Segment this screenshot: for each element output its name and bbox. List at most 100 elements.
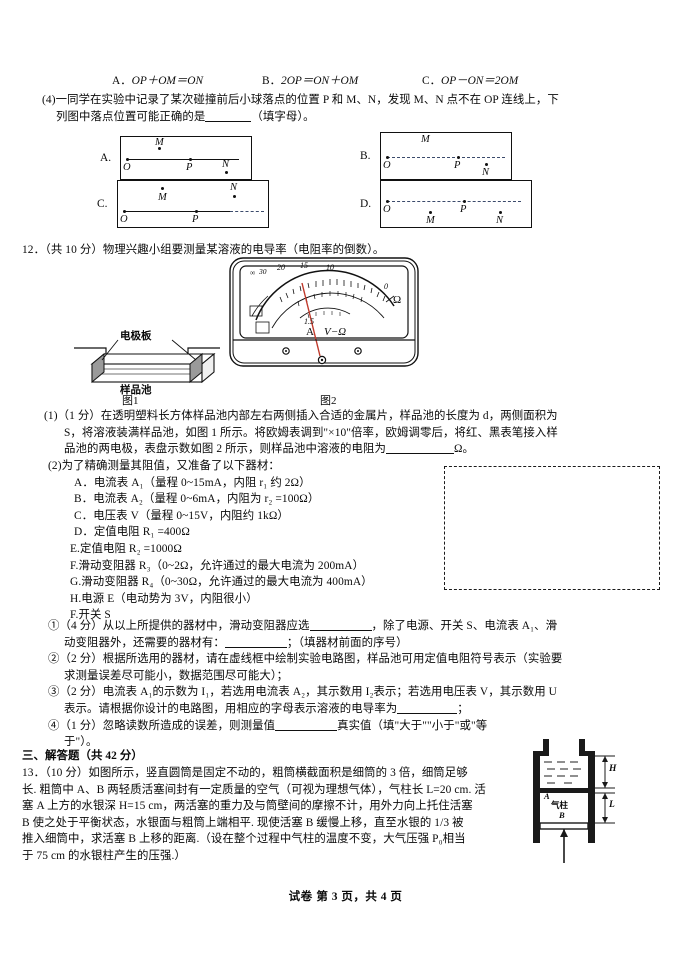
q12-sub1-blank2[interactable] [224, 637, 287, 648]
q11-choice-a-label: A. [100, 152, 112, 164]
point-m-label: M [158, 192, 167, 203]
q11-choice-a[interactable]: A. O M P N [100, 136, 252, 180]
equipment-item-e: E.定值电阻 R₂ =1000Ω [70, 542, 182, 555]
q12-sub2-line1: ②（2 分）根据所选用的器材，请在虚线框中绘制实验电路图，样品池可用定值电阻符号… [48, 653, 563, 666]
q12-sub4-line1-b: 真实值（填"大于""小于"或"等 [337, 719, 488, 732]
jack-label-v-ohm: V−Ω [324, 326, 347, 338]
q12-part1-line3-a: 品池的两电极，表盘示数如图 2 所示，则样品池中溶液的电阻为 [64, 443, 386, 456]
q11-option-b-text: 2OP＝ON＋OM [281, 75, 359, 87]
q13-line3: 塞 A 上方的水银深 H=15 cm，两活塞的重力及与筒壁间的摩擦不计，用外力向… [22, 800, 473, 813]
point-p-dot [457, 155, 461, 159]
q12-sub2-line2: 求测量误差尽可能小，数据范围尽可能大）； [64, 669, 289, 682]
cylinder-drawing [533, 739, 615, 863]
footer-page-number: 第 3 页，共 4 页 [316, 891, 403, 903]
point-p-dot [195, 209, 199, 213]
q13-line2: 长. 粗筒中 A、B 两轻质活塞间封有一定质量的空气（可视为理想气体），气柱长 … [22, 783, 486, 796]
q12-sub4-line1-a: ④（1 分）忽略读数所造成的误差，则测量值 [48, 719, 276, 732]
q11-choice-a-box: O M P N [120, 136, 252, 180]
q12-part1-line2: S，将溶液装满样品池，如图 1 所示。将欧姆表调到"×10"倍率，欧姆调零后，将… [64, 426, 558, 439]
sample-cell-label: 样品池 [120, 385, 152, 396]
page-footer: 试卷 第 3 页，共 4 页 [0, 888, 691, 904]
q13-line4: B 使之处于平衡状态，水银面与粗筒上端相平. 现使活塞 B 缓慢上移，直至水银的… [22, 816, 464, 829]
q11-choice-c-label: C. [97, 198, 108, 210]
q12-sub4-blank[interactable] [275, 720, 338, 731]
q11-options-row: A．OP＋OM＝ON B．2OP＝ON＋OM C．OP－ON＝2OM [0, 72, 691, 88]
point-p-dot [189, 157, 193, 161]
q12-sub1-line1-b: ，除了电源、开关 S、电流表 A₁、滑 [371, 620, 558, 632]
figure2-caption: 图2 [320, 395, 337, 407]
q11-part4-line2-a: 列图中落点位置可能正确的是 [56, 110, 206, 123]
point-n-dot [233, 195, 237, 199]
equipment-item-switch: F.开关 S [70, 609, 111, 622]
q11-choice-d[interactable]: D. O M P N [360, 180, 532, 228]
q11-choice-d-box: O M P N [380, 180, 532, 228]
equipment-item-g: G.滑动变阻器 R₄（0~30Ω，允许通过的最大电流为 400mA） [70, 576, 373, 589]
scale-number-infinity: ∞ [250, 268, 256, 277]
q11-option-a-letter: A． [112, 75, 132, 87]
multimeter-drawing [229, 257, 419, 367]
q13-line5: 推入细筒中，求活塞 B 上移的距离.（设在整个过程中气柱的温度不变，大气压强 P… [22, 833, 466, 846]
point-m-label: M [155, 137, 164, 148]
point-n-label: N [482, 167, 490, 178]
scale-number-0: 0 [384, 282, 388, 291]
q12-part2: (2)为了精确测量其阻值，又准备了以下器材： A．电流表 A₁（量程 0~15m… [22, 458, 452, 624]
point-o-label: O [123, 162, 131, 173]
point-m-label: M [426, 215, 435, 226]
q12-part1-line3-b: Ω。 [453, 443, 475, 456]
equipment-item-a: A．电流表 A₁（量程 0~15mA，内阻 r₁ 约 2Ω） [74, 476, 311, 489]
q12-sub3-line1: ③（2 分）电流表 A₁的示数为 I₁，若选用电流表 A₂，其示数用 I₂表示；… [48, 686, 557, 699]
q12-sub3-line2-a: 表示。请根据你设计的电路图，用相应的字母表示溶液的电导率为 [64, 702, 398, 715]
equipment-item-f: F.滑动变阻器 R₃（0~2Ω，允许通过的最大电流为 200mA） [70, 559, 365, 572]
q11-choice-diagrams: A. O M P N B. O M P [0, 132, 691, 232]
q12-sub3-blank[interactable] [397, 703, 458, 714]
q12-part1-blank[interactable] [385, 443, 454, 455]
electrode-plate-label: 电极板 [120, 331, 152, 342]
figure2-multimeter: ∞ 30 20 15 10 0 Ω 1.5 A V−Ω [228, 256, 420, 368]
q12-part1: (1)（1 分）在透明塑料长方体样品池内部左右两侧插入合适的金属片，样品池的长度… [22, 408, 672, 458]
point-p-label: P [454, 160, 461, 171]
q11-option-b: B．2OP＝ON＋OM [262, 72, 422, 88]
q12-sub1-line1-a: ①（4 分）从以上所提供的器材中，滑动变阻器应选 [48, 620, 310, 632]
dimension-h-label: H [609, 764, 617, 774]
q11-part4-blank[interactable] [205, 111, 252, 122]
op-line [387, 157, 505, 158]
point-o-label: O [383, 204, 391, 215]
circuit-drawing-area[interactable] [444, 466, 660, 590]
point-m-label: M [421, 134, 430, 145]
equipment-item-c: C．电压表 V（量程 0~15V，内阻约 1kΩ） [74, 509, 289, 522]
point-n-label: N [222, 159, 230, 170]
q11-part4-text: (4)一同学在实验中记录了某次碰撞前后小球落点的位置 P 和 M、N，发现 M、… [42, 92, 654, 125]
q12-sub1-blank1[interactable] [309, 620, 372, 631]
q11-choice-c[interactable]: C. O M P N [97, 180, 269, 228]
scale-number-20: 20 [277, 263, 285, 272]
point-n-label: N [496, 215, 504, 226]
point-m-dot [161, 187, 165, 191]
point-m-dot [429, 211, 433, 215]
q12-part1-line3: 品池的两电极，表盘示数如图 2 所示，则样品池中溶液的电阻为 Ω。 [22, 441, 672, 458]
point-o-dot [386, 155, 390, 159]
footer-prefix: 试卷 [288, 891, 313, 903]
q12-block: 12．（共 10 分）物理兴趣小组要测量某溶液的电导率（电阻率的倒数）。 [22, 242, 672, 259]
q13-line6: 于 75 cm 的水银柱产生的压强.） [22, 849, 186, 862]
op-line-dash [230, 211, 264, 212]
q12-sub4-line2: 于"）。 [64, 736, 98, 749]
point-o-dot [126, 157, 130, 161]
figure1-caption: 图1 [122, 395, 139, 407]
point-o-dot [386, 199, 390, 203]
q12-sub3-line2-b: ； [457, 702, 469, 715]
q11-option-a-text: OP＋OM＝ON [131, 75, 204, 87]
q11-choice-d-label: D. [360, 198, 372, 210]
point-o-dot [123, 209, 127, 213]
q11-option-b-letter: B． [262, 75, 281, 87]
equipment-item-b: B．电流表 A₂（量程 0~6mA，内阻为 r₂ =100Ω） [74, 493, 320, 506]
point-o-label: O [383, 160, 391, 171]
scale-number-15: 15 [300, 261, 308, 270]
sample-cell-drawing [74, 339, 220, 384]
dimension-l-label: L [609, 800, 615, 810]
q12-sub1-line1: ①（4 分）从以上所提供的器材中，滑动变阻器应选 ，除了电源、开关 S、电流表 A… [22, 618, 672, 635]
q11-choice-b[interactable]: B. O M P N [360, 132, 512, 180]
q12-sub1-line2: 动变阻器外，还需要的器材有：；（填器材前面的序号） [22, 635, 672, 652]
scale-number-30: 30 [259, 267, 267, 276]
q12-sub3-line2: 表示。请根据你设计的电路图，用相应的字母表示溶液的电导率为 ； [22, 701, 672, 718]
q11-part4-line1: (4)一同学在实验中记录了某次碰撞前后小球落点的位置 P 和 M、N，发现 M、… [42, 94, 559, 106]
